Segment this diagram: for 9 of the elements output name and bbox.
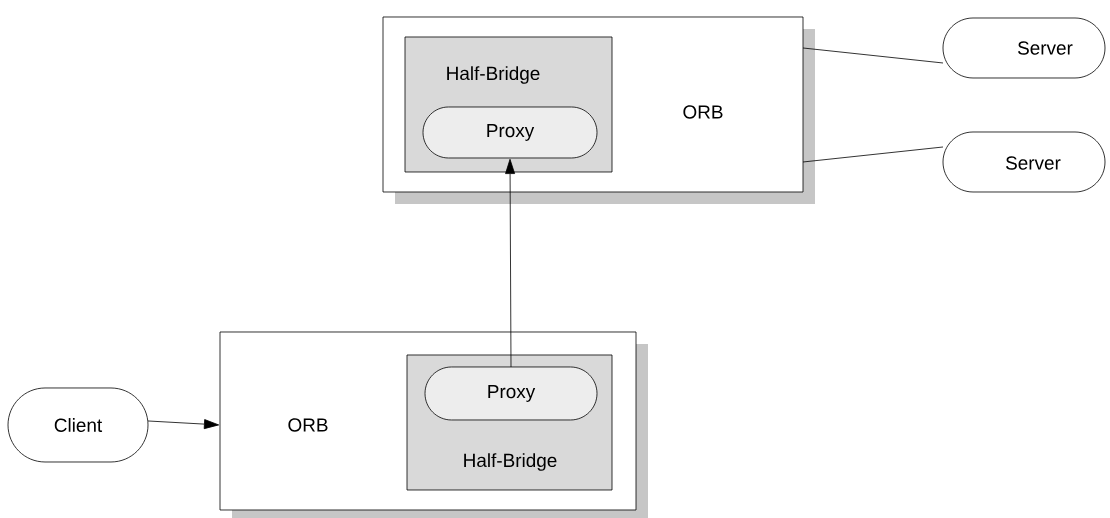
rounded-node: Proxy: [424, 366, 598, 421]
rounded-node: Server: [942, 131, 1106, 193]
connector-line: [802, 47, 944, 64]
connector-line: [802, 146, 944, 163]
rounded-node: Client: [7, 387, 149, 463]
arrow: [505, 158, 516, 368]
rounded-node: Server: [942, 17, 1106, 79]
rounded-node: Proxy: [422, 106, 598, 159]
arrow: [147, 419, 220, 430]
